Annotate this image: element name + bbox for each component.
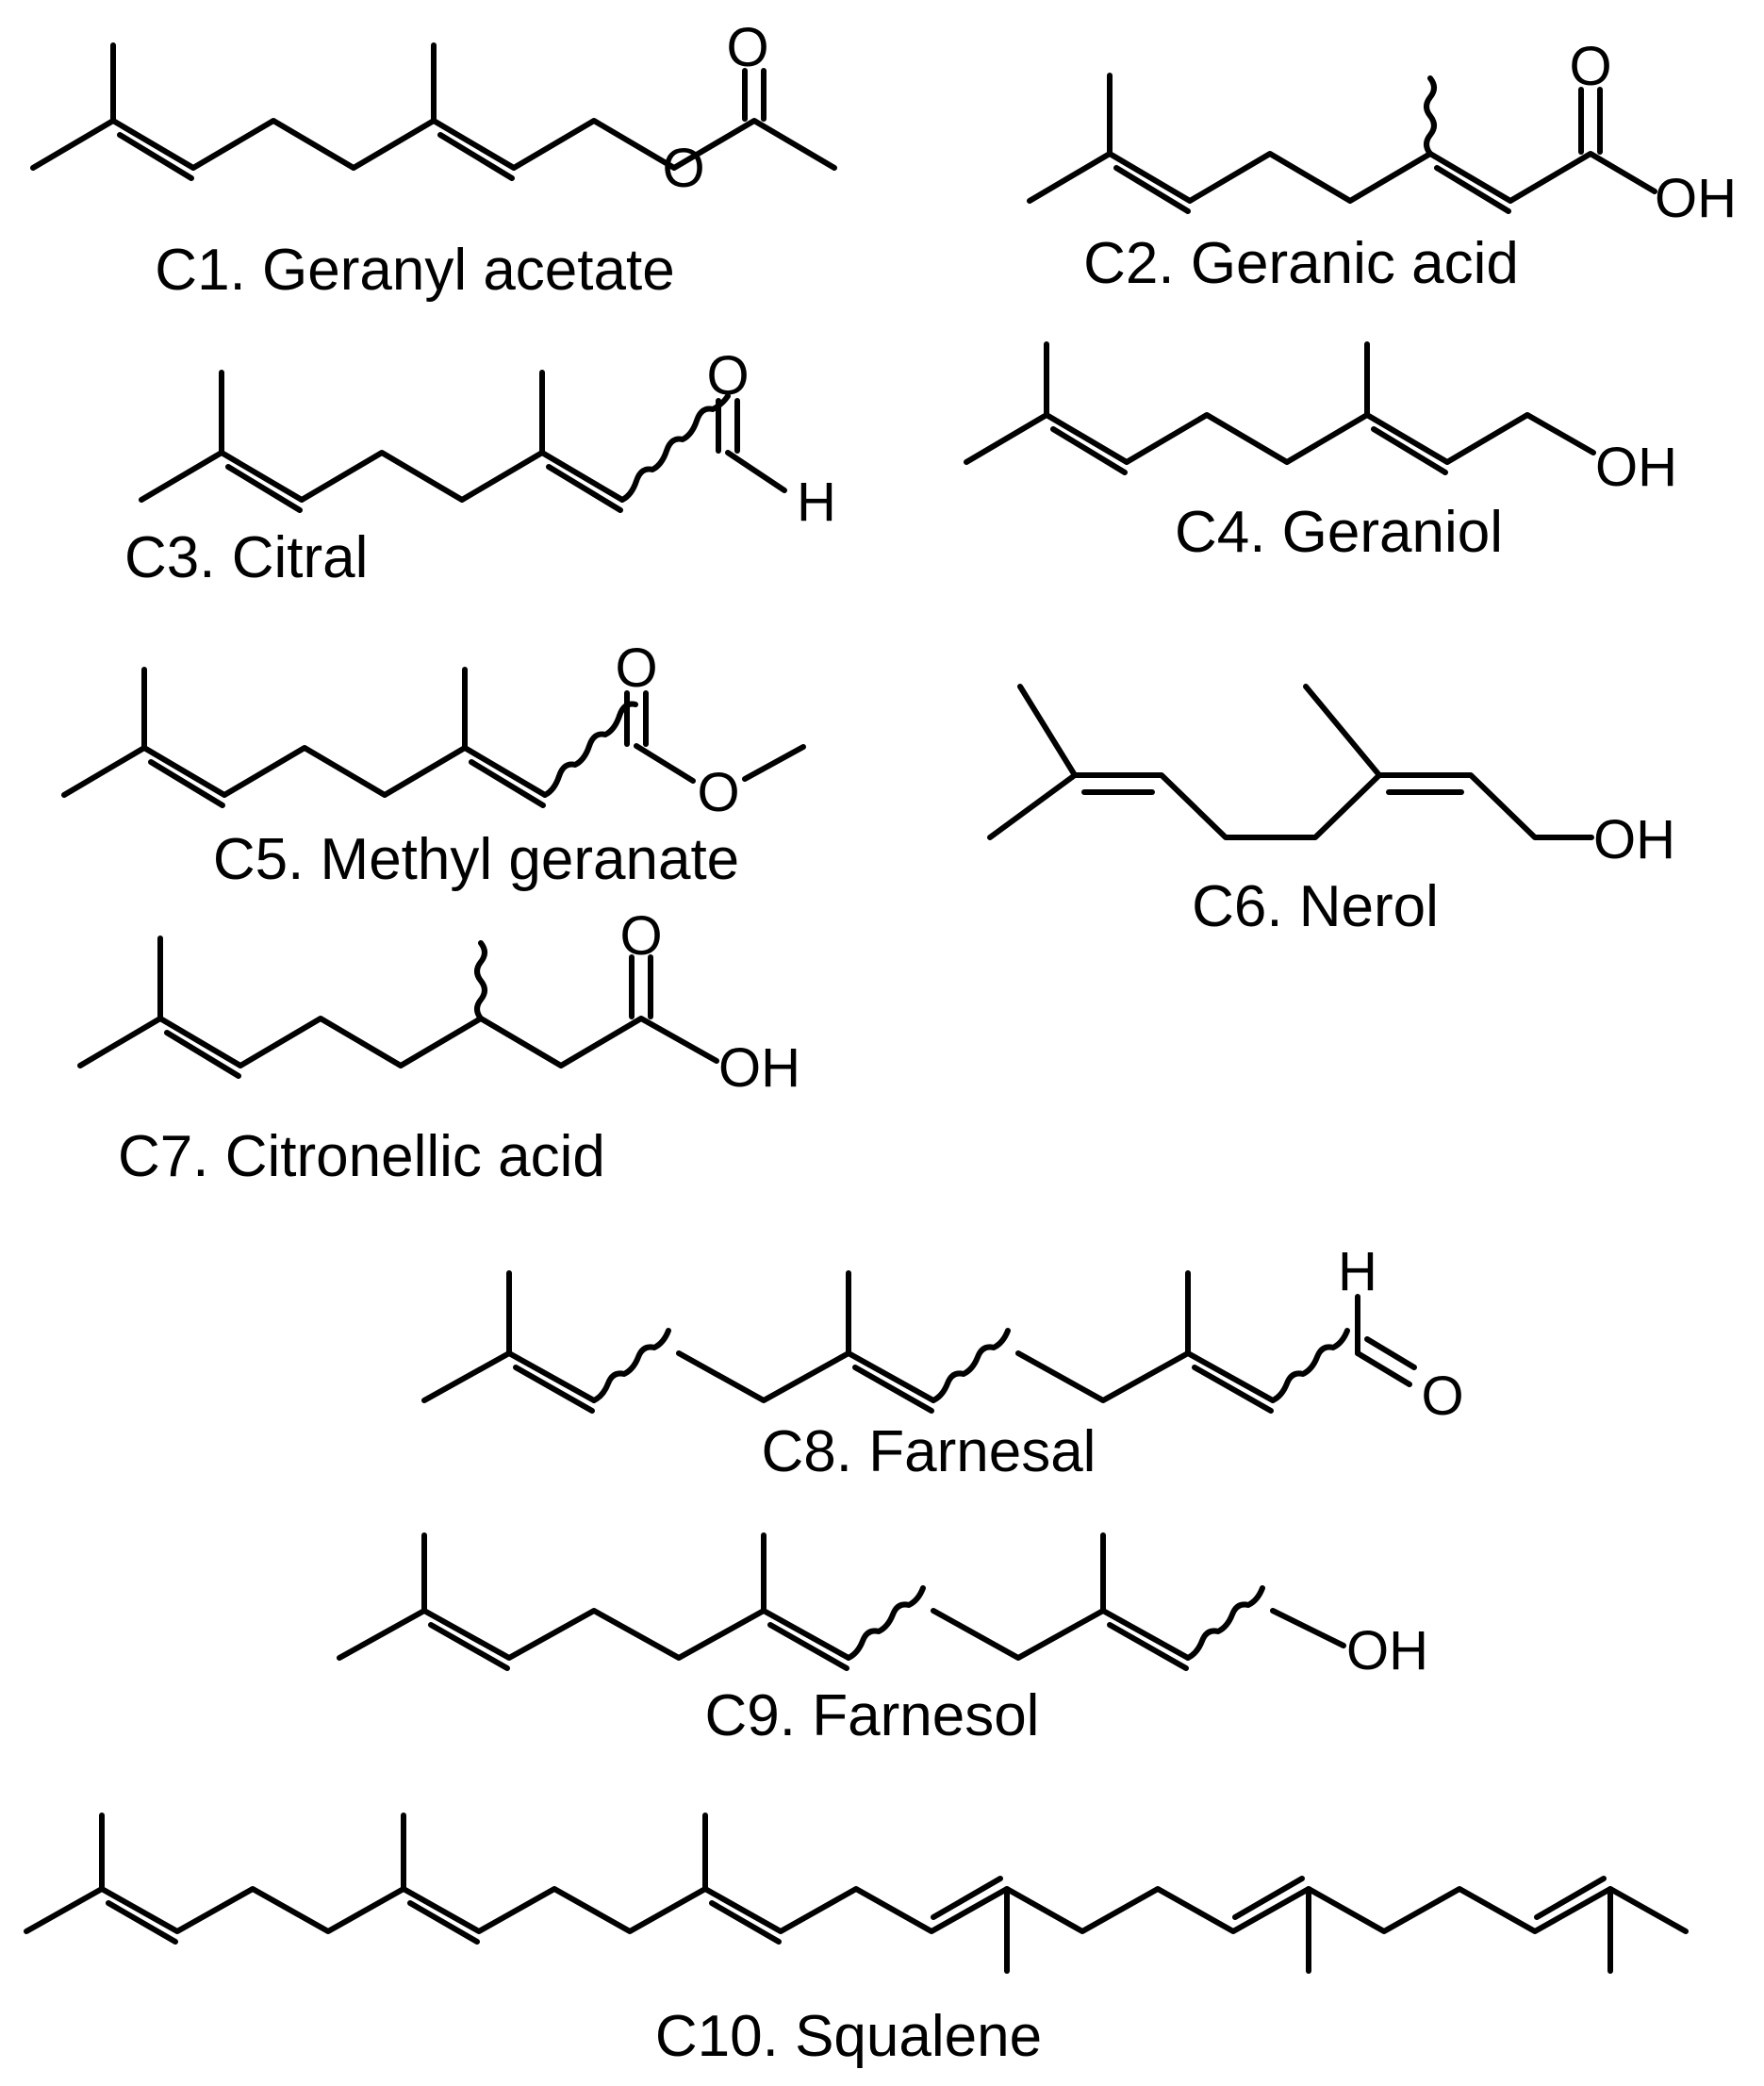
structure-c8 <box>421 1270 1417 1414</box>
structure-c6 <box>987 684 1594 840</box>
structure-c10 <box>24 1813 1689 1974</box>
atom-label: OH <box>718 1037 800 1099</box>
compound-label-c6: C6. Nerol <box>1192 874 1439 939</box>
atom-label: O <box>1421 1366 1463 1427</box>
atom-label: OH <box>1595 437 1677 498</box>
structure-c2 <box>1027 73 1657 214</box>
structure-c4 <box>964 341 1596 475</box>
atom-label: H <box>797 472 836 533</box>
atom-label: OH <box>1593 809 1675 870</box>
atom-label: O <box>697 762 739 823</box>
compound-label-c3: C3. Citral <box>124 525 368 590</box>
compound-label-c9: C9. Farnesol <box>705 1683 1040 1748</box>
atom-label: O <box>619 905 662 967</box>
compound-label-c4: C4. Geraniol <box>1175 500 1503 565</box>
structure-c3 <box>139 370 787 513</box>
compound-label-c5: C5. Methyl geranate <box>213 827 739 892</box>
atom-label: H <box>1338 1241 1377 1302</box>
compound-label-c7: C7. Citronellic acid <box>118 1124 605 1189</box>
structure-c9 <box>337 1532 1346 1671</box>
atom-label: O <box>706 345 749 406</box>
atom-label: OH <box>1655 168 1737 229</box>
atom-label: OH <box>1346 1620 1428 1681</box>
compound-label-c8: C8. Farnesal <box>762 1419 1096 1484</box>
compound-label-c1: C1. Geranyl acetate <box>155 238 674 303</box>
structure-c1 <box>30 42 837 181</box>
atom-label: O <box>662 138 704 199</box>
atom-label: O <box>615 637 657 699</box>
atom-label: O <box>726 17 768 78</box>
compound-label-c10: C10. Squalene <box>655 2004 1042 2069</box>
structure-c7 <box>77 935 719 1079</box>
compound-label-c2: C2. Geranic acid <box>1083 231 1519 296</box>
atom-label: O <box>1569 36 1611 97</box>
structure-c5 <box>61 667 806 808</box>
